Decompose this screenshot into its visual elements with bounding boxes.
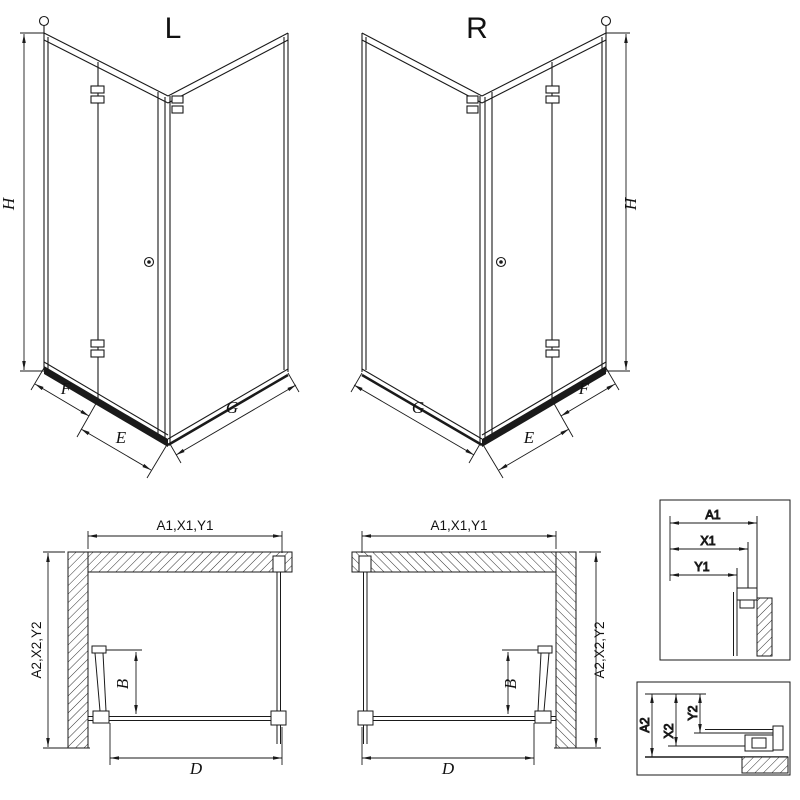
labels-3d-right: R H F E G [412, 12, 640, 447]
labels-plan-right: A1,X1,Y1 A2,X2,Y2 B D [430, 518, 607, 778]
dim-label-a2-detail: A2 [638, 717, 652, 732]
detail-box-top: A1 X1 Y1 [659, 499, 791, 661]
dim-label-a1-detail: A1 [705, 508, 720, 522]
labels-plan-left: A1,X1,Y1 A2,X2,Y2 B D [29, 518, 214, 778]
plan-view-left [43, 531, 292, 765]
dim-label-y1-detail: Y1 [694, 560, 709, 574]
dim-label-f-left: F [60, 379, 72, 398]
dim-label-height-right: H [621, 196, 640, 211]
detail-box-bottom: A2 X2 Y2 [636, 681, 791, 776]
dim-label-f-right: F [578, 379, 590, 398]
wall-section-detail [756, 597, 773, 657]
labels-3d-left: L H F E G [0, 12, 238, 447]
view-title-right: R [466, 12, 488, 45]
dim-label-e-left: E [115, 428, 127, 447]
enclosure-3d-left [20, 17, 299, 479]
dim-label-b-left: B [113, 678, 132, 689]
enclosure-3d-right [351, 17, 630, 479]
bottom-profile-section [744, 734, 774, 752]
dim-label-depth-left: A2,X2,Y2 [29, 621, 44, 678]
dim-label-height-left: H [0, 196, 18, 211]
dim-label-e-right: E [523, 428, 535, 447]
wall-profile-section [736, 587, 758, 601]
dim-label-y2-detail: Y2 [686, 705, 700, 720]
dim-label-d-right: D [441, 759, 455, 778]
dim-label-g-right: G [412, 398, 424, 417]
dim-label-width-right: A1,X1,Y1 [430, 518, 487, 533]
view-title-left: L [165, 12, 182, 45]
dim-label-x1-detail: X1 [700, 534, 715, 548]
dim-label-depth-right: A2,X2,Y2 [592, 621, 607, 678]
dim-label-x2-detail: X2 [662, 723, 676, 738]
floor-section-detail [741, 756, 789, 774]
dim-label-width-left: A1,X1,Y1 [156, 518, 213, 533]
dim-label-d-left: D [189, 759, 203, 778]
dim-label-b-right: B [501, 678, 520, 689]
plan-view-right [352, 531, 601, 765]
dim-label-g-left: G [226, 398, 238, 417]
